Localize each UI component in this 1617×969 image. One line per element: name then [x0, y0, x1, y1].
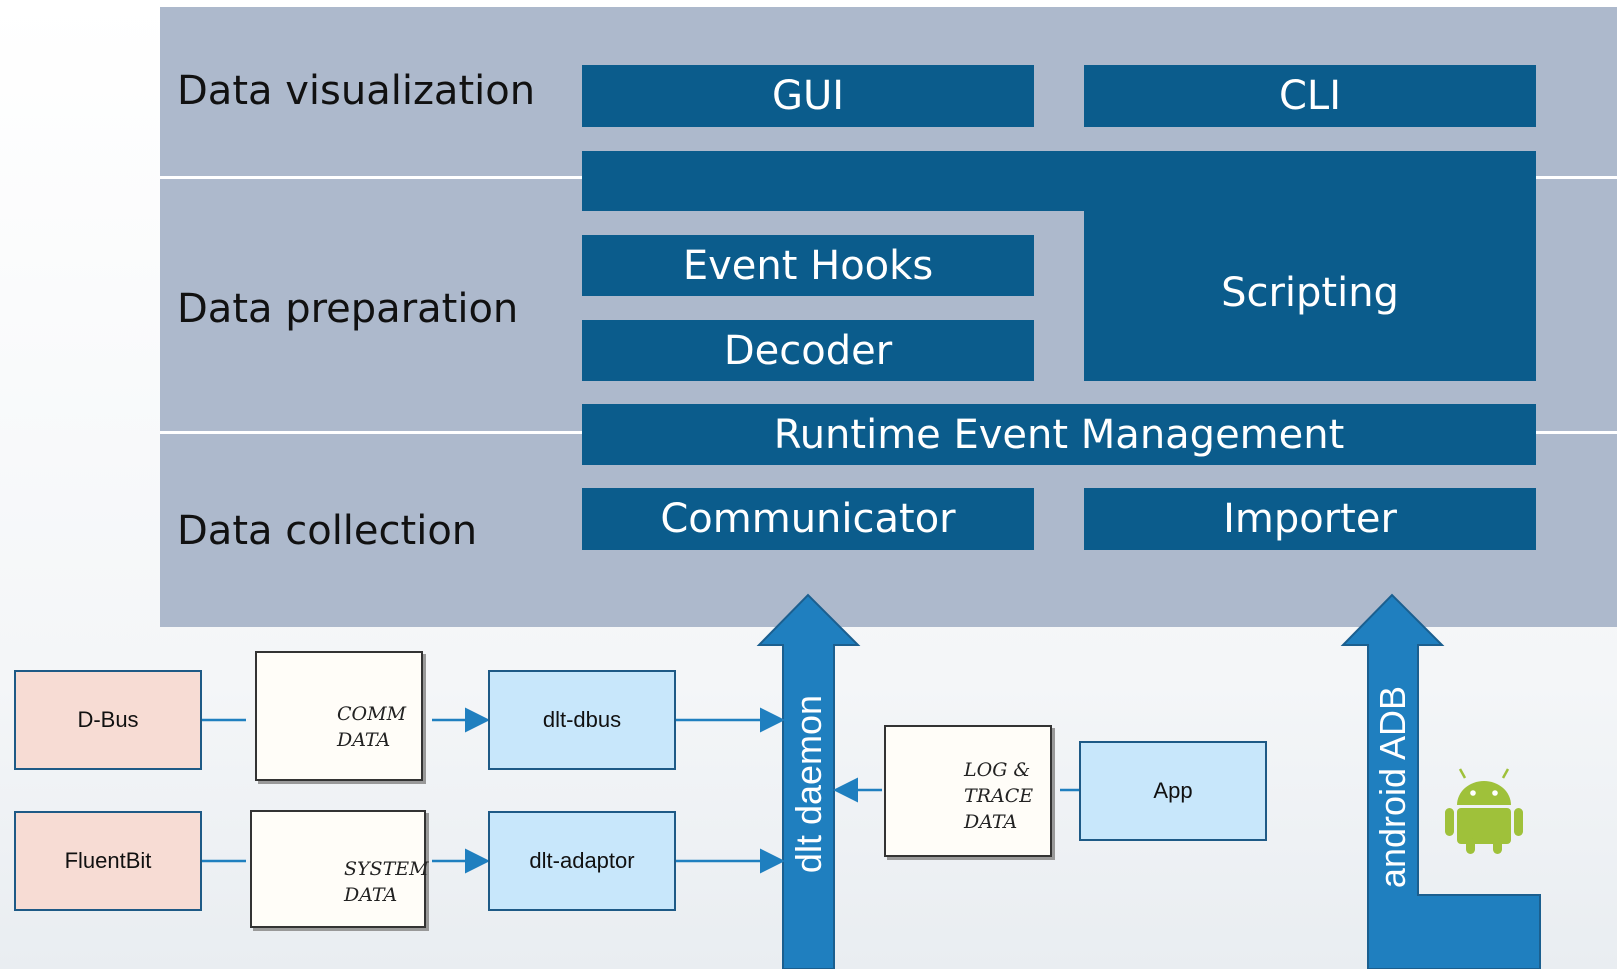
app-node: App — [1079, 741, 1267, 841]
scripting-block: Scripting — [1084, 205, 1536, 381]
system-data-sketch: SYSTEM DATA — [250, 810, 429, 928]
layer-divider-top — [160, 176, 583, 179]
system-data-label: SYSTEM DATA — [344, 858, 429, 906]
layer-divider-bottom-right — [1536, 431, 1617, 434]
dlt-daemon-pipe — [756, 593, 861, 969]
layer-label-preparation: Data preparation — [177, 286, 519, 332]
fluentbit-source-node: FluentBit — [14, 811, 202, 911]
layer-divider-top-right — [1536, 176, 1617, 179]
android-robot-icon — [1445, 768, 1523, 854]
runtime-event-management-block: Runtime Event Management — [582, 404, 1536, 465]
layer-label-visualization: Data visualization — [177, 68, 536, 114]
android-adb-pipe — [1340, 593, 1541, 969]
cli-block: CLI — [1084, 65, 1536, 127]
log-trace-label: LOG & TRACE DATA — [964, 759, 1034, 833]
dlt-dbus-node: dlt-dbus — [488, 670, 676, 770]
comm-data-label: COMM DATA — [337, 703, 407, 751]
gui-block: GUI — [582, 65, 1034, 127]
android-adb-label: android ADB — [1372, 685, 1413, 889]
dbus-source-node: D-Bus — [14, 670, 202, 770]
dlt-adaptor-node: dlt-adaptor — [488, 811, 676, 911]
dlt-daemon-label: dlt daemon — [788, 694, 829, 874]
layer-divider-bottom — [160, 431, 583, 434]
event-hooks-block: Event Hooks — [582, 235, 1034, 296]
layer-label-collection: Data collection — [177, 508, 478, 554]
comm-data-sketch: COMM DATA — [255, 651, 423, 781]
scripting-block-top — [582, 151, 1536, 211]
communicator-block: Communicator — [582, 488, 1034, 550]
decoder-block: Decoder — [582, 320, 1034, 381]
log-trace-sketch: LOG & TRACE DATA — [884, 725, 1052, 857]
importer-block: Importer — [1084, 488, 1536, 550]
